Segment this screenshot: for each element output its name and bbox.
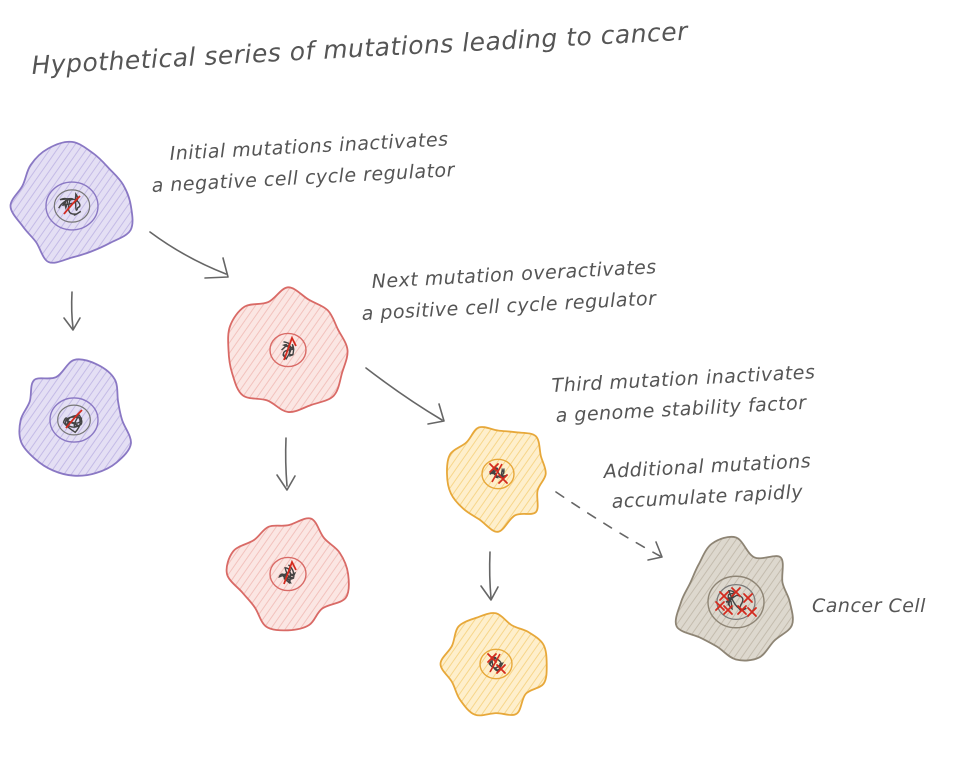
- cell-nucleus-outer: [707, 575, 765, 629]
- mutation-x-mark: [723, 605, 733, 615]
- caption-cancer-cell: Cancer Cell: [812, 595, 926, 617]
- caption-step4-line1: Additional mutations: [601, 450, 812, 483]
- caption-step1-line2: a negative cell cycle regulator: [151, 159, 456, 197]
- caption-step2: Next mutation overactivates a positive c…: [361, 256, 657, 325]
- chromatin-scribble: [488, 656, 504, 672]
- cell-purple-copy: [18, 358, 132, 477]
- cell-nucleus-outer: [45, 181, 99, 231]
- mutation-x-mark: [747, 607, 757, 617]
- caption-step1-line1: Initial mutations inactivates: [169, 128, 449, 165]
- cell-nucleus-outer: [479, 648, 513, 680]
- cell-nucleus-outer: [49, 397, 99, 443]
- mutation-mark: [283, 335, 297, 361]
- mutation-x-mark: [715, 601, 725, 611]
- arrow-yellow-down: [480, 551, 499, 601]
- mutation-x-mark: [743, 593, 753, 603]
- caption-step3-line2: a genome stability factor: [555, 392, 808, 427]
- cell-membrane: [674, 535, 794, 662]
- mutation-mark: [489, 653, 501, 673]
- mutation-mark: [283, 559, 297, 585]
- caption-step3: Third mutation inactivates a genome stab…: [551, 361, 816, 427]
- mutation-mark: [65, 409, 83, 429]
- mutation-x-mark: [731, 587, 741, 597]
- caption-step2-line2: a positive cell cycle regulator: [361, 288, 657, 325]
- mutation-x-mark: [498, 474, 508, 484]
- mutation-mark: [491, 463, 503, 483]
- mutation-mark: [63, 195, 81, 215]
- cell-red-copy: [225, 517, 350, 632]
- diagram-title: Hypothetical series of mutations leading…: [31, 17, 690, 80]
- cell-membrane: [446, 426, 547, 533]
- cell-nucleus-inner: [57, 404, 91, 436]
- cell-yellow-copy: [439, 612, 548, 717]
- caption-step4-line2: accumulate rapidly: [611, 481, 804, 513]
- caption-step3-line1: Third mutation inactivates: [551, 361, 816, 397]
- cell-yellow-step3: [446, 426, 547, 533]
- chromatin-scribble: [281, 341, 295, 361]
- cell-cancer: [674, 535, 794, 662]
- arrow-red-down: [276, 437, 296, 491]
- cell-purple-step1: [9, 140, 134, 264]
- mutation-x-mark: [487, 653, 497, 663]
- cells-layer: [9, 140, 794, 717]
- cell-nucleus-outer: [481, 458, 515, 490]
- caption-step1: Initial mutations inactivates a negative…: [151, 128, 456, 197]
- mutation-x-mark: [719, 591, 729, 601]
- mutation-x-mark: [737, 605, 747, 615]
- mutation-x-mark: [489, 463, 499, 473]
- arrow-red-to-yellow: [365, 367, 445, 425]
- cell-nucleus-outer: [269, 556, 307, 592]
- arrow-purple-to-red: [149, 231, 229, 279]
- cell-membrane: [9, 140, 134, 264]
- arrow-purple-down: [63, 291, 81, 331]
- cell-red-step2: [227, 286, 349, 413]
- cell-nucleus-outer: [269, 332, 307, 368]
- caption-step4: Additional mutations accumulate rapidly: [601, 450, 812, 513]
- cell-nucleus-inner: [53, 189, 91, 223]
- arrow-yellow-to-cancer: [555, 491, 663, 561]
- caption-step2-line1: Next mutation overactivates: [371, 256, 657, 293]
- mutation-x-mark: [496, 664, 506, 674]
